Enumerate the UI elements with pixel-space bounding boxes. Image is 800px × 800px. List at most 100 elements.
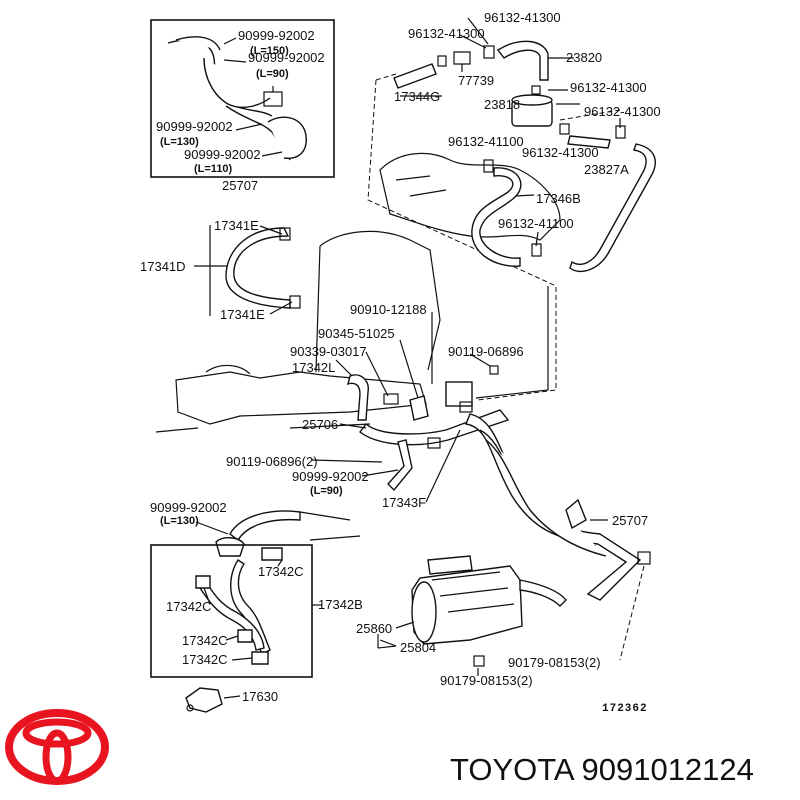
leader [231, 657, 253, 661]
toyota-logo [5, 709, 109, 785]
inset-hose-d [267, 116, 307, 159]
label: 90999-92002 [238, 28, 315, 43]
callout-dash [559, 109, 621, 121]
leader [269, 301, 293, 315]
label: 23820 [566, 50, 602, 65]
leader [377, 634, 397, 649]
hose-23820 [496, 40, 549, 81]
hose-17342l [347, 374, 369, 421]
engine-outline [315, 245, 321, 373]
canister-ribs [431, 571, 515, 613]
sensor-17630 [185, 687, 223, 713]
leader [535, 231, 539, 247]
label: (L=90) [256, 68, 289, 80]
label: 90999-92002 [248, 50, 325, 65]
logo-vertical-ellipse [42, 729, 72, 785]
label: (L=150) [250, 45, 289, 57]
label: (L=110) [194, 163, 233, 175]
hose-17341d-group: 17341E 17341D 17341E [140, 218, 301, 322]
leader [235, 123, 263, 131]
leader [311, 459, 383, 463]
bracket-90339 [383, 393, 399, 405]
inset-hose-b [203, 57, 271, 108]
label: 96132-41100 [448, 134, 524, 149]
label: 90345-51025 [318, 326, 395, 341]
main-harness: 90910-12188 90345-51025 90339-03017 9011… [226, 286, 648, 601]
engine-outline [319, 230, 441, 371]
label: 17346B [536, 191, 581, 206]
bolt-90179-right [637, 551, 651, 565]
evap-upper-assembly: 96132-41300 96132-41300 23820 96132-4130… [367, 10, 661, 401]
leader [339, 423, 367, 429]
label: 25706 [302, 417, 338, 432]
label: (L=130) [160, 136, 199, 148]
label: 90179-08153(2) [508, 655, 601, 670]
label: (L=90) [310, 485, 343, 497]
bolt-dash [619, 565, 645, 661]
label: 96132-41300 [408, 26, 485, 41]
label: 17343F [382, 495, 426, 510]
clip [483, 45, 495, 59]
connector [215, 537, 245, 557]
hose-main-run-2 [479, 429, 597, 547]
leader [459, 34, 487, 49]
label: 77739 [458, 73, 494, 88]
clip-17342c [237, 629, 253, 643]
bracket-25707 [565, 498, 587, 530]
label: 17342C [166, 599, 212, 614]
label: 17630 [242, 689, 278, 704]
inset-hose-a2 [175, 36, 221, 51]
label: 90910-12188 [350, 302, 427, 317]
label: 17344G [394, 89, 440, 104]
leader [223, 695, 241, 699]
canister-group: 25860 25804 90179-08153(2) 90179-08153(2… [356, 551, 651, 715]
label: 96132-41300 [570, 80, 647, 95]
inset-25707: 90999-92002 (L=150) 90999-92002 (L=90) 9… [150, 19, 335, 193]
engine-block [155, 230, 441, 433]
hose-17346b [471, 167, 522, 267]
canister-end [411, 581, 437, 643]
leader [335, 359, 353, 377]
leader [395, 621, 415, 629]
callout-line [475, 286, 549, 399]
engine-dash [155, 423, 371, 433]
logo-horizontal-ellipse [22, 718, 92, 748]
leader [223, 37, 237, 45]
valve-77739 [453, 51, 471, 72]
reference-number: 172362 [602, 703, 648, 715]
leader [277, 559, 283, 567]
clip [427, 437, 441, 449]
label: 90999-92002 [292, 469, 369, 484]
label: 25707 [612, 513, 648, 528]
label: 90119-06896(2) [226, 454, 318, 469]
label: 17342C [182, 652, 228, 667]
label: (L=130) [160, 515, 199, 527]
inset-17342b-frame [150, 544, 313, 678]
leader [365, 351, 389, 397]
clip [559, 123, 570, 135]
leader [399, 339, 419, 399]
hose-17343f [387, 439, 413, 492]
leader [259, 225, 283, 235]
label: 25804 [400, 640, 436, 655]
canister-pipe [519, 579, 567, 607]
harness-25706 [359, 409, 510, 446]
label: 23827A [584, 162, 629, 177]
label: 17342L [292, 360, 335, 375]
vsv-body [459, 401, 473, 413]
bolt-90179 [473, 655, 485, 667]
label: 90999-92002 [150, 500, 227, 515]
label: 25860 [356, 621, 392, 636]
label: 90179-08153(2) [440, 673, 533, 688]
leader [469, 353, 491, 367]
sensor-90345 [409, 395, 429, 421]
label: 17341E [214, 218, 259, 233]
clip-17342c [195, 575, 211, 589]
hose-23827a-b [569, 143, 656, 273]
clip [289, 295, 301, 309]
leader [195, 521, 229, 535]
leader [425, 429, 461, 503]
tube-b [199, 580, 265, 651]
clip [437, 55, 447, 67]
